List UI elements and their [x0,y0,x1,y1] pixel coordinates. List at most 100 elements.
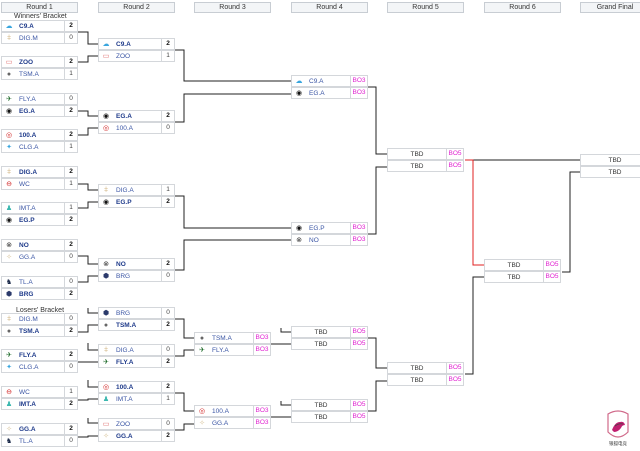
100thieves-icon: ◎ [198,408,206,415]
team-row[interactable]: TBD [580,166,640,178]
team-score: 2 [64,239,77,251]
cloud9-icon: ☁ [102,41,110,48]
connector-line [175,49,291,82]
wc-icon: ⊖ [6,181,12,188]
team-name: DIG.A [19,168,38,176]
team-name: DIG.M [19,34,38,42]
connector-line [78,398,98,401]
team-name: 100.A [19,131,37,139]
team-row[interactable]: TBD [580,154,640,166]
team-score: 0 [161,418,174,430]
